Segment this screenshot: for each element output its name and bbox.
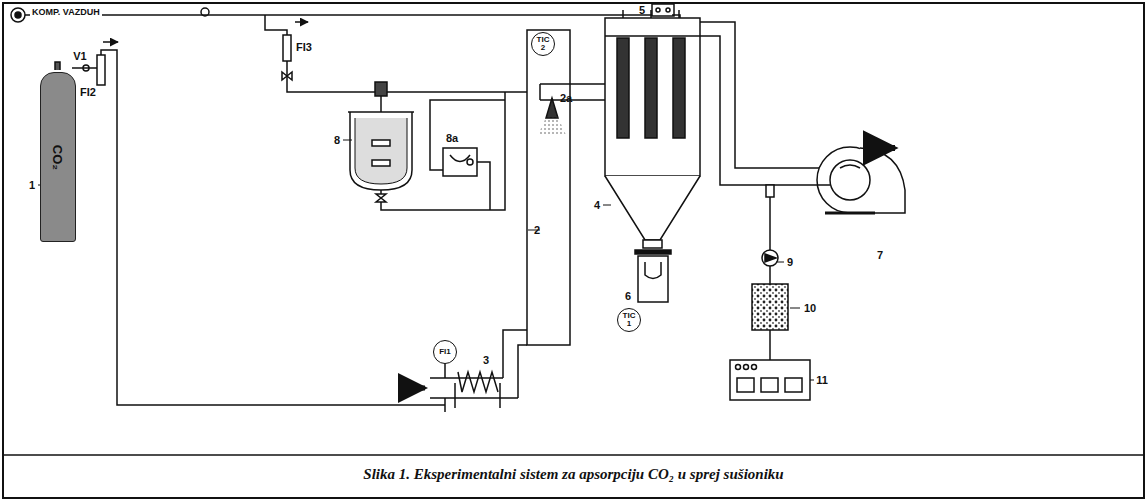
callout-number: 3 xyxy=(483,355,489,366)
callout-number: 11 xyxy=(816,375,828,386)
gas-cylinder: CO₂ xyxy=(40,72,76,242)
figure-caption: Slika 1. Eksperimentalni sistem za apsor… xyxy=(0,466,1147,483)
callout-number: 2 xyxy=(534,225,540,236)
controller-circle: TIC 1 xyxy=(617,308,641,332)
callout-number: 10 xyxy=(804,303,816,314)
node-text: CO₂ xyxy=(52,144,65,169)
instrument-tag: V1 xyxy=(73,51,86,62)
callout-number: 1 xyxy=(29,180,35,191)
callout-number: 5 xyxy=(639,5,645,16)
callout-number: 8 xyxy=(334,135,340,146)
node-text: FI1 xyxy=(436,348,454,356)
callout-number: 2a xyxy=(560,93,572,104)
controller-circle: TIC 2 xyxy=(531,32,555,56)
callout-number: 4 xyxy=(594,200,600,211)
flow-indicator-circle: FI1 xyxy=(433,340,457,364)
line-label: KOMP. VAZDUH xyxy=(30,8,102,17)
instrument-tag: FI2 xyxy=(80,87,96,98)
node-text: TIC 1 xyxy=(620,312,638,328)
node-text: TIC 2 xyxy=(534,36,552,52)
callout-number: 9 xyxy=(787,257,793,268)
callout-number: 8a xyxy=(446,133,458,144)
callout-number: 7 xyxy=(877,250,883,261)
callout-number: 6 xyxy=(625,291,631,302)
instrument-tag: FI3 xyxy=(296,42,312,53)
